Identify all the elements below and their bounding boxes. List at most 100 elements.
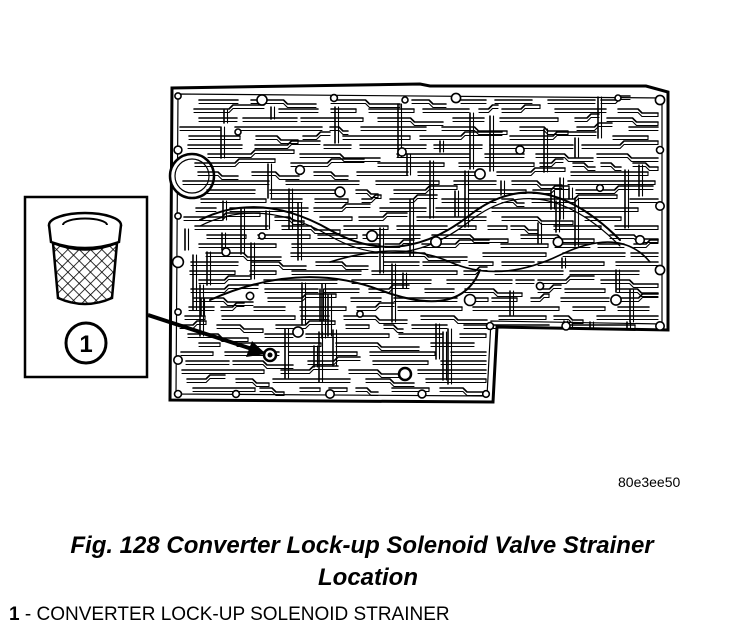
passage-line xyxy=(618,293,659,299)
passage-line xyxy=(193,107,265,114)
bolt-hole xyxy=(174,308,182,316)
passage-line xyxy=(267,296,337,303)
passage-line xyxy=(235,381,270,388)
passage-line xyxy=(419,134,503,141)
passage-line xyxy=(361,197,382,204)
passage-line xyxy=(335,345,420,352)
passage-line xyxy=(501,198,525,204)
legend-text: CONVERTER LOCK-UP SOLENOID STRAINER xyxy=(36,604,450,625)
passage-line xyxy=(356,305,395,312)
passage-line xyxy=(389,197,438,204)
passage-line xyxy=(220,302,245,308)
passage-line xyxy=(313,174,349,181)
passage-line xyxy=(281,228,341,235)
bolt-hole xyxy=(429,236,442,249)
passage-line xyxy=(216,327,264,334)
passage-line xyxy=(348,369,407,375)
passage-line xyxy=(537,278,595,285)
passage-line xyxy=(617,111,659,118)
passage-line xyxy=(421,242,490,249)
bolt-hole xyxy=(234,128,242,136)
callout-number: 1 xyxy=(79,331,92,358)
bolt-hole xyxy=(654,320,665,331)
passage-line xyxy=(216,324,264,330)
passage-line xyxy=(600,162,622,168)
passage-line xyxy=(519,126,569,132)
passage-line xyxy=(199,198,621,254)
figure-caption: Fig. 128 Converter Lock-up Solenoid Valv… xyxy=(0,530,736,594)
bolt-hole xyxy=(258,232,266,240)
passage-line xyxy=(254,143,321,150)
passage-line xyxy=(355,192,379,199)
passage-line xyxy=(572,165,596,172)
passage-line xyxy=(198,275,251,281)
passage-line xyxy=(299,153,381,159)
bolt-hole xyxy=(324,388,335,399)
bolt-hole xyxy=(561,321,571,331)
bolt-hole xyxy=(552,236,564,248)
passage-line xyxy=(606,117,659,123)
bolt-hole xyxy=(173,354,184,365)
passage-line xyxy=(393,188,458,195)
passage-line xyxy=(194,161,276,168)
passage-line xyxy=(511,180,563,186)
passage-line xyxy=(478,107,499,114)
passage-line xyxy=(315,261,369,267)
passage-line xyxy=(574,116,600,123)
passage-line xyxy=(232,363,294,370)
passage-line xyxy=(183,215,261,222)
passage-line xyxy=(251,261,307,267)
passage-line xyxy=(501,219,574,226)
bolt-hole xyxy=(174,92,182,100)
bolt-hole xyxy=(417,389,427,399)
passage-line xyxy=(616,291,659,298)
passage-line xyxy=(315,264,369,271)
bolt-hole xyxy=(450,92,462,104)
passage-line xyxy=(501,216,574,222)
passage-line xyxy=(633,242,659,249)
passage-line xyxy=(384,239,415,245)
passage-line xyxy=(617,108,659,114)
passage-line xyxy=(572,162,596,168)
legend-number: 1 xyxy=(9,604,20,625)
passage-line xyxy=(302,134,331,141)
passage-line xyxy=(355,387,379,393)
valve-body-diagram: 1 xyxy=(23,82,670,404)
strainer-location-marker xyxy=(262,347,413,382)
passage-line xyxy=(501,201,525,208)
bolt-hole xyxy=(474,168,486,180)
passage-line xyxy=(420,318,488,325)
passage-line xyxy=(618,296,659,303)
passage-line xyxy=(330,99,401,105)
strainer-illustration xyxy=(47,211,123,306)
passage-line xyxy=(393,185,458,191)
passage-line xyxy=(280,365,339,371)
passage-line xyxy=(207,149,295,155)
passage-line xyxy=(259,390,285,397)
passage-line xyxy=(531,194,618,200)
passage-line xyxy=(496,170,566,177)
bolt-holes xyxy=(171,92,666,399)
bolt-hole xyxy=(292,326,304,338)
passage-line xyxy=(501,107,541,114)
passage-line xyxy=(441,126,508,132)
bolt-hole xyxy=(231,389,241,399)
passage-line xyxy=(411,102,447,109)
bolt-hole xyxy=(174,212,182,220)
passage-line xyxy=(355,189,379,195)
bolt-hole xyxy=(654,264,666,276)
bolt-hole xyxy=(485,321,495,331)
passage-line xyxy=(377,120,444,127)
passage-line xyxy=(519,129,569,136)
passage-line xyxy=(232,360,294,366)
passage-line xyxy=(377,117,444,123)
passage-line xyxy=(553,315,584,321)
passage-line xyxy=(535,156,594,163)
passage-line xyxy=(539,158,564,164)
passage-line xyxy=(193,297,254,303)
passage-line xyxy=(361,194,382,200)
bolt-hole xyxy=(221,247,231,257)
passage-line xyxy=(355,390,379,397)
passage-line xyxy=(439,390,487,397)
passage-line xyxy=(596,153,659,159)
